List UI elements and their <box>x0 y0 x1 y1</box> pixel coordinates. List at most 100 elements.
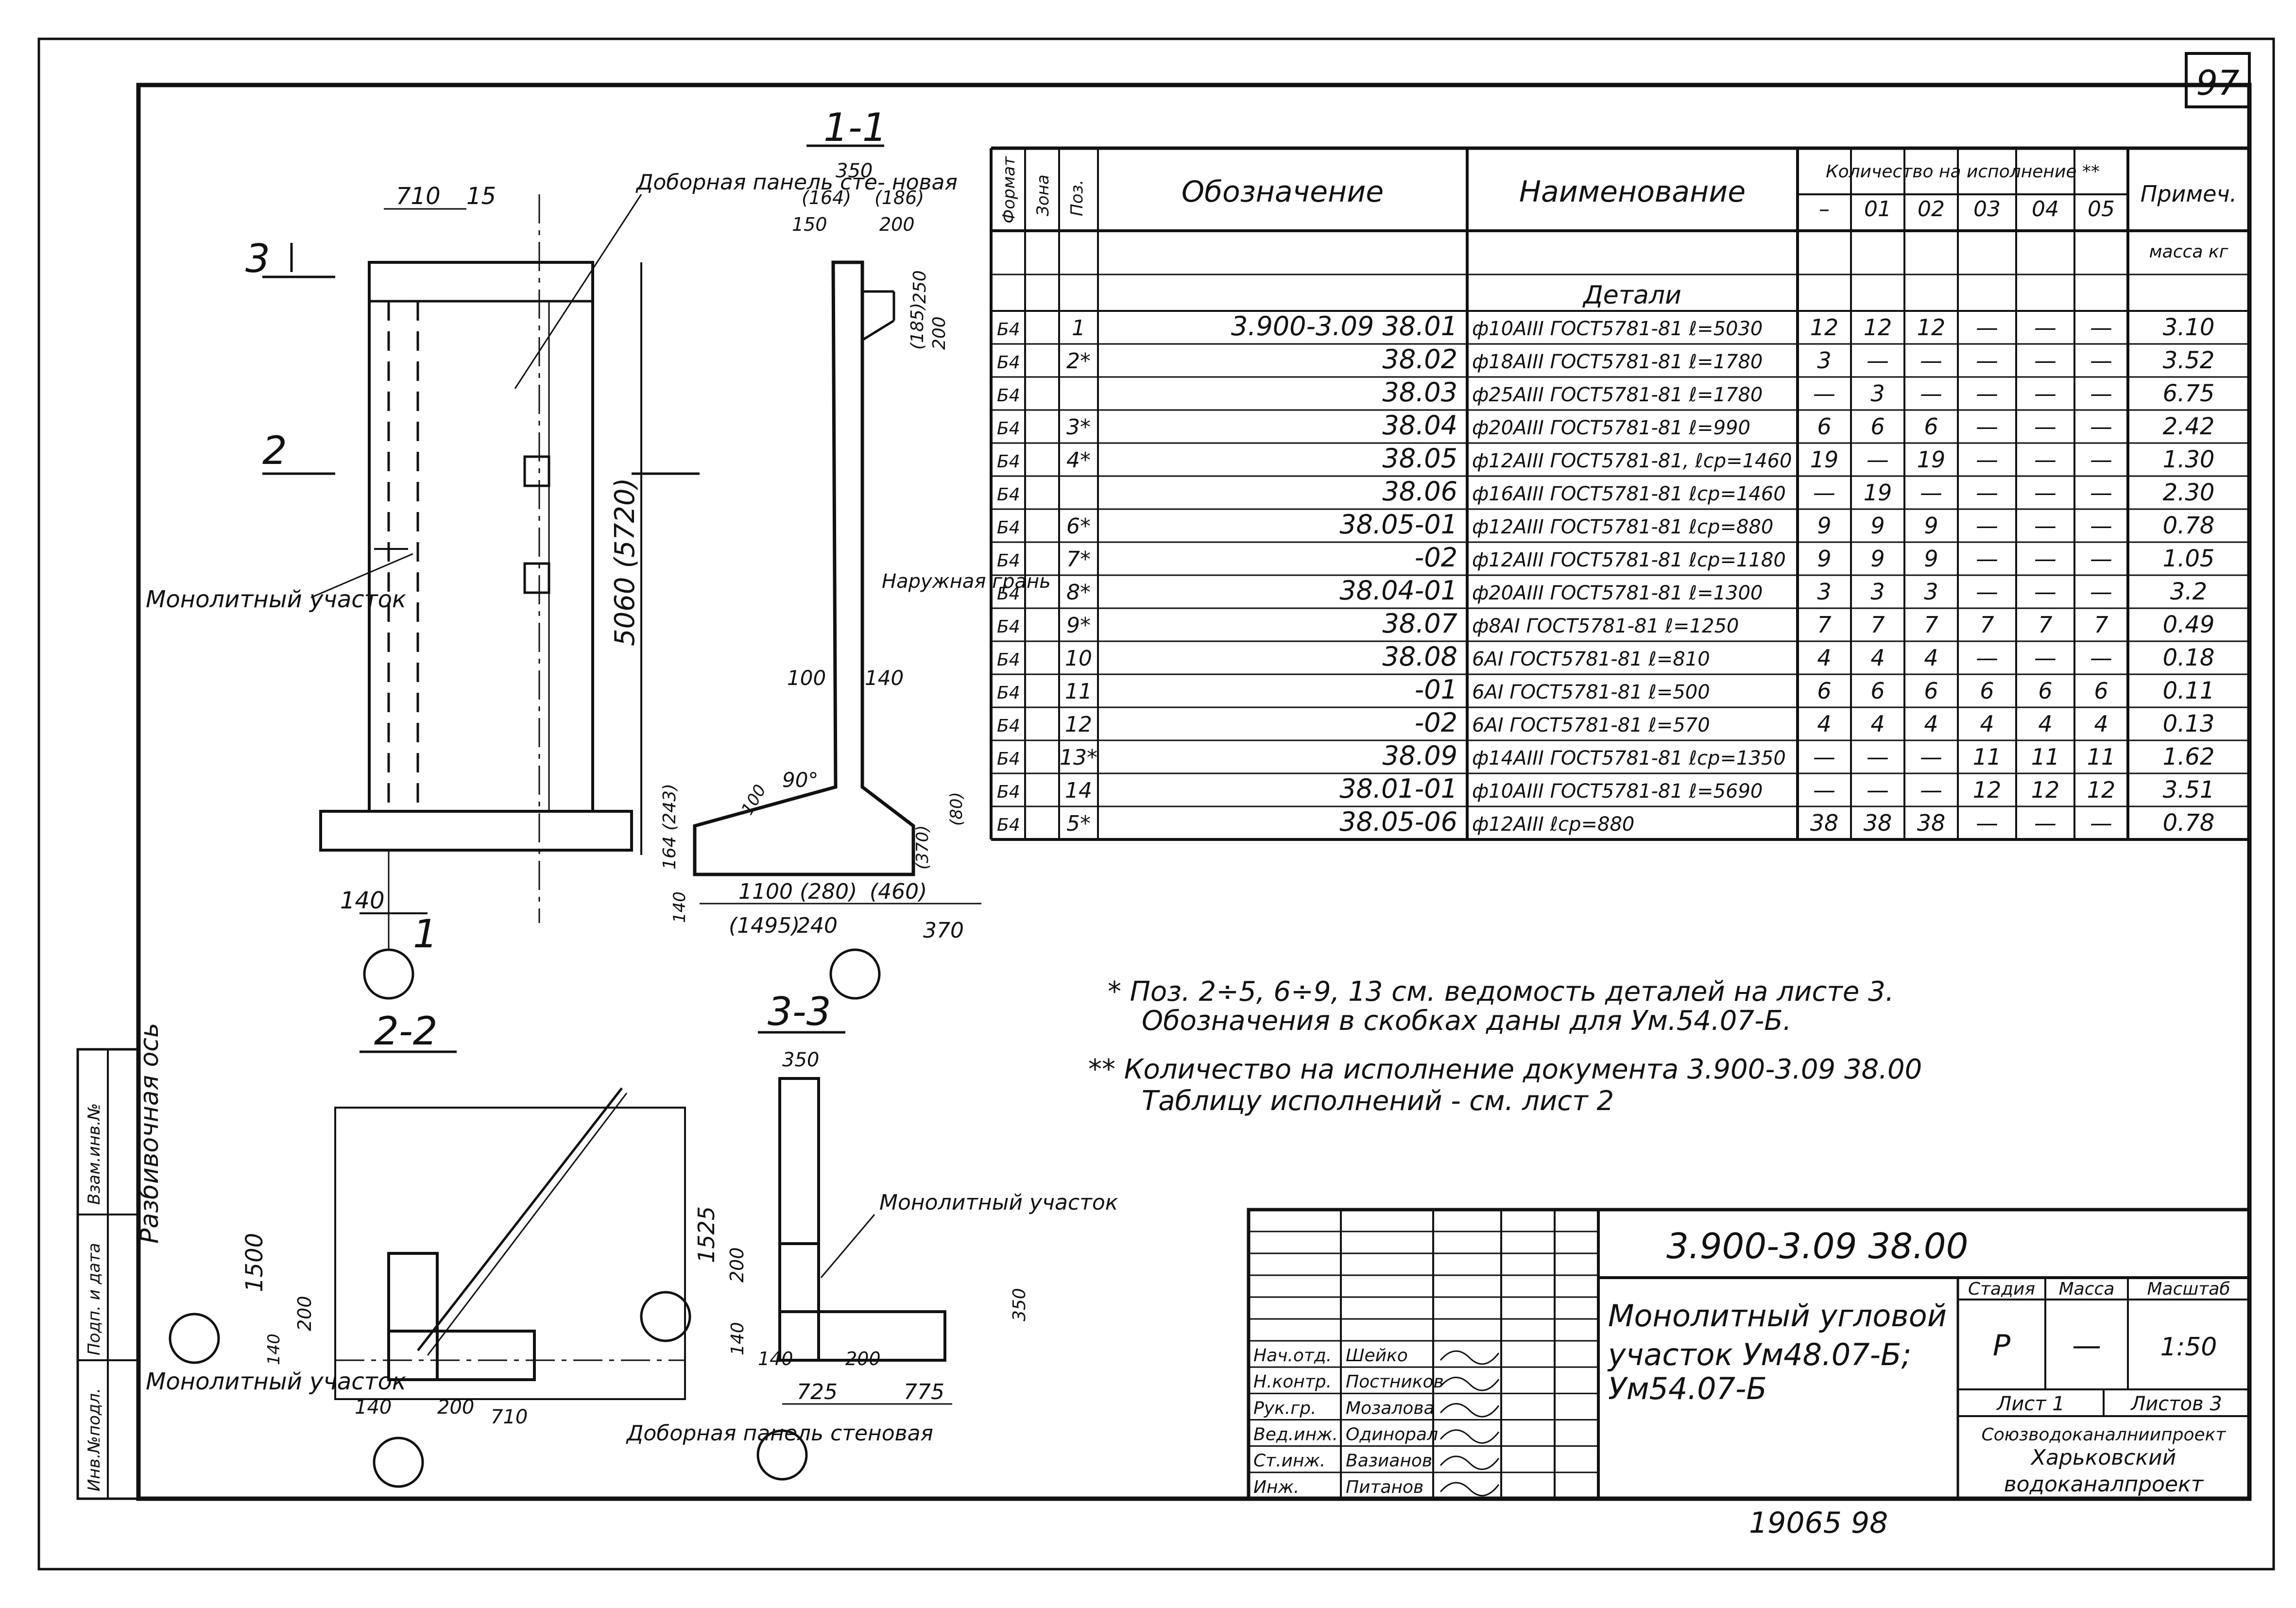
spec-h-exec-4: 04 <box>2032 197 2059 222</box>
spec-row-6-format: Б4 <box>997 518 1020 538</box>
spec-row-11-qty-1: 6 <box>1870 678 1885 704</box>
spec-row-3-designation: 38.04 <box>1382 410 1457 441</box>
s22-label-monolith: Монолитный участок <box>146 1368 406 1395</box>
page-number: 97 <box>2196 63 2239 103</box>
s33-dim-140: 140 <box>728 1322 748 1355</box>
s11-dim-250: 250 <box>910 270 930 304</box>
spec-row-11-pos: 11 <box>1065 679 1092 704</box>
s11-dim-200: 200 <box>879 214 915 235</box>
spec-row-8-qty-4: — <box>2034 579 2056 605</box>
axis-bubble-4 <box>373 1437 424 1488</box>
spec-row-0-format: Б4 <box>997 320 1020 340</box>
spec-row-0-qty-4: — <box>2034 314 2056 341</box>
spec-row-1-qty-2: — <box>1920 347 1942 374</box>
spec-row-5-format: Б4 <box>997 485 1020 505</box>
stamp-inv: Инв.№подл. <box>85 1388 104 1491</box>
axis-bubble-3 <box>169 1313 220 1364</box>
spec-row-14-qty-4: 12 <box>2031 777 2060 803</box>
spec-row-8-pos: 8* <box>1066 580 1091 605</box>
spec-row-12-qty-1: 4 <box>1870 711 1885 737</box>
spec-row-4-qty-3: — <box>1976 446 1998 473</box>
spec-row-9-qty-4: 7 <box>2038 612 2052 638</box>
spec-row-15-pos: 5* <box>1066 811 1091 836</box>
spec-row-1-designation: 38.02 <box>1382 344 1457 375</box>
spec-row-0-qty-3: — <box>1976 314 1998 341</box>
spec-row-4-qty-0: 19 <box>1810 446 1839 473</box>
spec-row-14-qty-3: 12 <box>1973 777 2002 803</box>
spec-row-3-qty-5: — <box>2090 413 2112 440</box>
tb-signer-2-role: Рук.гр. <box>1253 1398 1316 1418</box>
tb-signer-5-role: Инж. <box>1253 1477 1299 1497</box>
spec-row-14-pos: 14 <box>1065 778 1092 803</box>
spec-row-10-qty-1: 4 <box>1870 645 1885 671</box>
spec-row-9-pos: 9* <box>1066 613 1091 638</box>
spec-row-13-qty-3: 11 <box>1973 744 2002 770</box>
section-2-2: 2-2 Разбивочная ось 1500 200 140 Монолит… <box>135 1009 933 1488</box>
spec-row-3-qty-4: — <box>2034 413 2056 440</box>
spec-row-11-qty-3: 6 <box>1980 678 1994 704</box>
spec-row-13-format: Б4 <box>997 749 1020 769</box>
spec-row-7-qty-5: — <box>2090 546 2112 572</box>
spec-row-7-designation: -02 <box>1415 542 1457 573</box>
spec-row-2-qty-1: 3 <box>1870 380 1885 407</box>
note-1a: * Поз. 2÷5, 6÷9, 13 см. ведомость детале… <box>1108 976 1894 1008</box>
spec-row-3-qty-3: — <box>1976 413 1998 440</box>
spec-row-1-qty-0: 3 <box>1817 347 1831 374</box>
spec-row-8-qty-3: — <box>1976 579 1998 605</box>
spec-row-9-format: Б4 <box>997 617 1020 637</box>
axis-bubble-6 <box>756 1429 808 1481</box>
tb-signer-3-role: Вед.инж. <box>1253 1425 1338 1445</box>
title-block: Нач.отд.ШейкоН.контр.ПостниковРук.гр.Моз… <box>1247 1208 2251 1501</box>
spec-row-3-qty-2: 6 <box>1924 413 1938 440</box>
spec-row-4-qty-5: — <box>2090 446 2112 473</box>
s11-dim-164: (164) <box>802 187 851 208</box>
spec-row-1-pos: 2* <box>1066 349 1091 374</box>
tb-signer-1-name: Постников <box>1346 1372 1444 1392</box>
spec-h-qty: Количество на исполнение ** <box>1826 162 2100 182</box>
spec-row-12-name: 6AI ГОСТ5781-81 ℓ=570 <box>1472 714 1710 736</box>
spec-h-note: Примеч. <box>2141 181 2237 207</box>
s11-dim-185: (185) <box>908 303 927 350</box>
s22-dim-200b: 200 <box>437 1396 474 1419</box>
spec-row-13-qty-0: — <box>1813 744 1835 770</box>
spec-row-5-name: ф16AIII ГОСТ5781-81 ℓср=1460 <box>1472 483 1786 505</box>
axis-bubble-5 <box>640 1291 691 1342</box>
spec-h-exec-5: 05 <box>2088 197 2115 222</box>
spec-row-2-name: ф25AIII ГОСТ5781-81 ℓ=1780 <box>1472 384 1763 406</box>
spec-row-3-format: Б4 <box>997 419 1020 439</box>
spec-row-0-name: ф10AIII ГОСТ5781-81 ℓ=5030 <box>1472 318 1763 340</box>
spec-row-14-format: Б4 <box>997 782 1020 802</box>
spec-row-1-note: 3.52 <box>2163 347 2215 374</box>
spec-row-1-qty-1: — <box>1867 347 1889 374</box>
s33-dim-725: 725 <box>797 1380 838 1404</box>
stamp-sign: Подп. и дата <box>85 1243 104 1355</box>
spec-row-13-qty-5: 11 <box>2087 744 2116 770</box>
spec-row-12-qty-5: 4 <box>2094 711 2108 737</box>
outer-border <box>37 37 2275 1571</box>
spec-row-8-name: ф20AIII ГОСТ5781-81 ℓ=1300 <box>1472 582 1763 604</box>
spec-row-3-pos: 3* <box>1066 415 1091 440</box>
spec-row-7-qty-4: — <box>2034 546 2056 572</box>
spec-row-7-note: 1.05 <box>2163 545 2215 572</box>
spec-row-0-designation: 3.900-3.09 38.01 <box>1231 311 1457 342</box>
spec-row-8-qty-1: 3 <box>1870 579 1885 605</box>
spec-row-7-name: ф12AIII ГОСТ5781-81 ℓср=1180 <box>1472 549 1786 571</box>
spec-row-12-qty-3: 4 <box>1980 711 1994 737</box>
bottom-number: 19065 98 <box>1749 1506 1888 1540</box>
s11-title: 1-1 <box>823 105 887 150</box>
s22-dim-1500: 1500 <box>241 1233 268 1292</box>
s11-dim-200b: 200 <box>929 316 949 350</box>
spec-row-2-qty-5: — <box>2090 380 2112 407</box>
spec-row-4-designation: 38.05 <box>1382 443 1457 474</box>
s33-dim-200h: 200 <box>845 1348 881 1369</box>
spec-row-15-qty-5: — <box>2090 810 2112 836</box>
spec-row-13-designation: 38.09 <box>1382 740 1457 771</box>
spec-row-11-qty-2: 6 <box>1924 678 1938 704</box>
spec-row-3-name: ф20AIII ГОСТ5781-81 ℓ=990 <box>1472 417 1750 439</box>
spec-row-10-note: 0.18 <box>2163 644 2215 671</box>
spec-row-8-qty-0: 3 <box>1817 579 1831 605</box>
spec-row-7-qty-3: — <box>1976 546 1998 572</box>
